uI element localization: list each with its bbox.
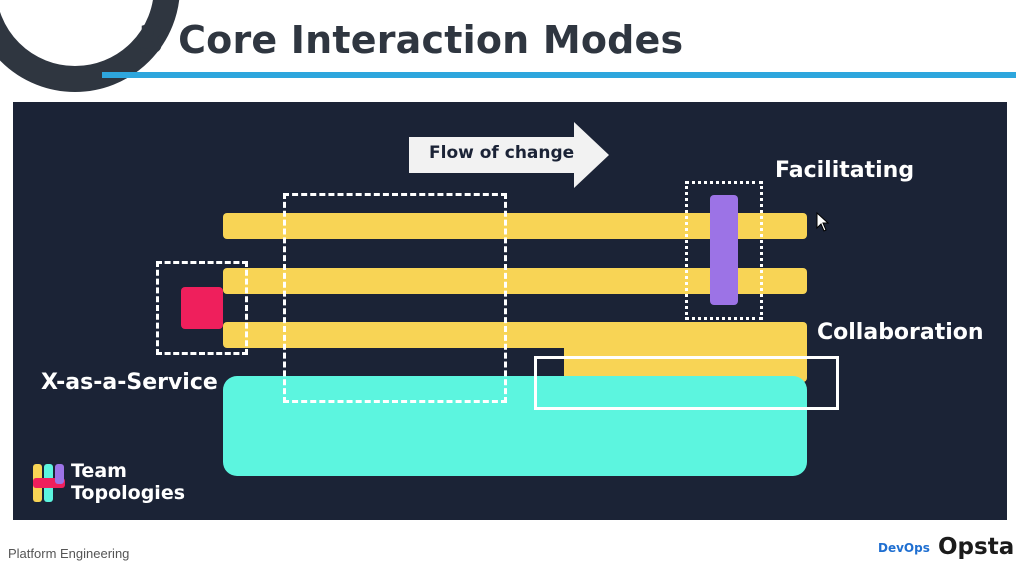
platform-team-block bbox=[223, 376, 807, 476]
stream-team-bar-1 bbox=[223, 213, 807, 239]
team-topologies-logo-icon bbox=[33, 464, 65, 502]
stream-team-bar-2 bbox=[223, 268, 807, 294]
collaboration-box bbox=[534, 356, 839, 410]
xaas-label: X-as-a-Service bbox=[41, 370, 218, 395]
slide-title: 3 Core Interaction Modes bbox=[138, 18, 684, 62]
logo-line-1: Team bbox=[71, 460, 127, 482]
collaboration-label: Collaboration bbox=[817, 320, 984, 345]
flow-of-change-dashed-box bbox=[283, 193, 507, 403]
xaas-dashed-box bbox=[156, 261, 248, 355]
team-topologies-logo-text: Team Topologies bbox=[71, 460, 185, 504]
footer-text: Platform Engineering bbox=[8, 546, 130, 561]
enabling-team-block bbox=[710, 195, 738, 305]
devops-logo: DevOps bbox=[878, 541, 930, 555]
flow-of-change-arrow-icon bbox=[409, 122, 609, 188]
flow-of-change-label: Flow of change bbox=[429, 143, 575, 163]
facilitating-dotted-box bbox=[685, 181, 763, 320]
title-underline bbox=[102, 72, 1016, 78]
mouse-cursor-icon bbox=[816, 212, 830, 232]
facilitating-label: Facilitating bbox=[775, 158, 915, 183]
logo-line-2: Topologies bbox=[71, 482, 186, 504]
interaction-modes-diagram: Flow of change Facilitating Collaboratio… bbox=[13, 102, 1007, 520]
opsta-logo: Opsta bbox=[938, 534, 1015, 560]
complicated-subsystem-block bbox=[181, 287, 223, 329]
